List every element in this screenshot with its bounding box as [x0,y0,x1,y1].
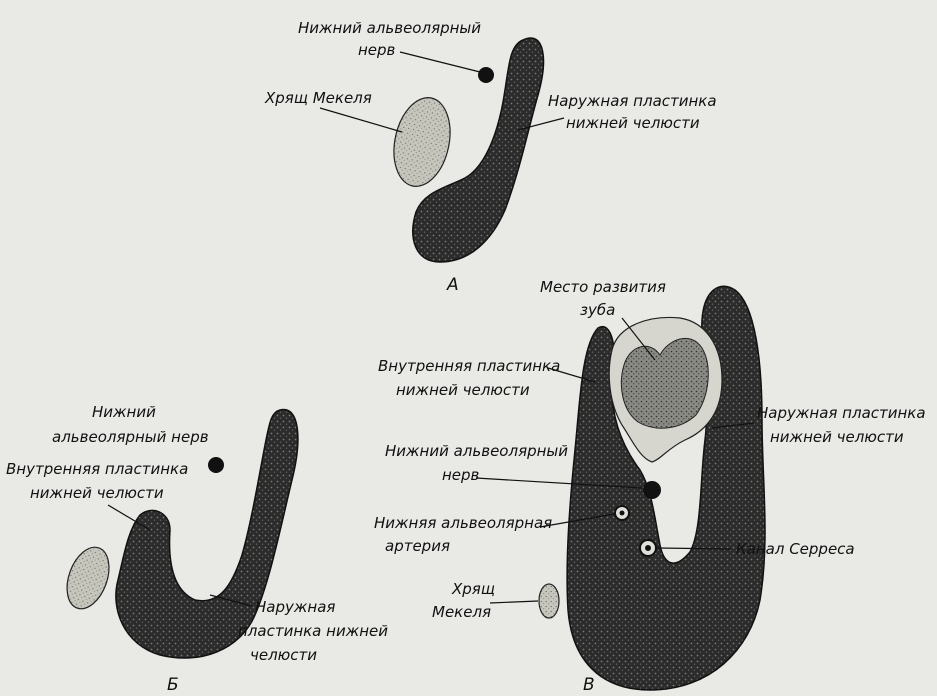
panel-v-meckel-cartilage [539,584,559,618]
panel-v-letter: В [583,675,595,695]
panel-b-letter: Б [167,675,179,695]
panel-a-letter: А [446,275,459,295]
panel-v-artery-lumen [620,511,625,516]
panel-v-canal-label: Канал Серреса [736,540,855,558]
panel-a-nerve [478,67,494,83]
panel-a-cartilage-label: Хрящ Мекеля [264,89,372,107]
panel-v-nerve [643,481,661,499]
panel-v-tooth-germ [621,338,708,428]
panel-b-nerve [208,457,224,473]
panel-v-serres-canal-lumen [645,545,651,551]
